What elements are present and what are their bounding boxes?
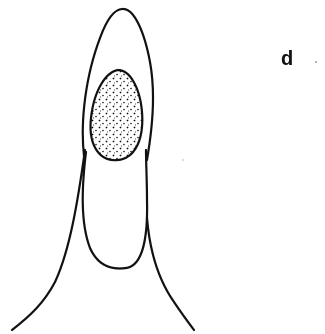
panel-label: d	[281, 49, 293, 69]
stippled-vesicle	[91, 70, 143, 160]
left-flare	[12, 150, 85, 330]
stray-mark	[182, 159, 183, 160]
stray-mark	[315, 61, 317, 63]
lower-body-outline	[83, 150, 147, 268]
right-flare	[147, 218, 194, 330]
